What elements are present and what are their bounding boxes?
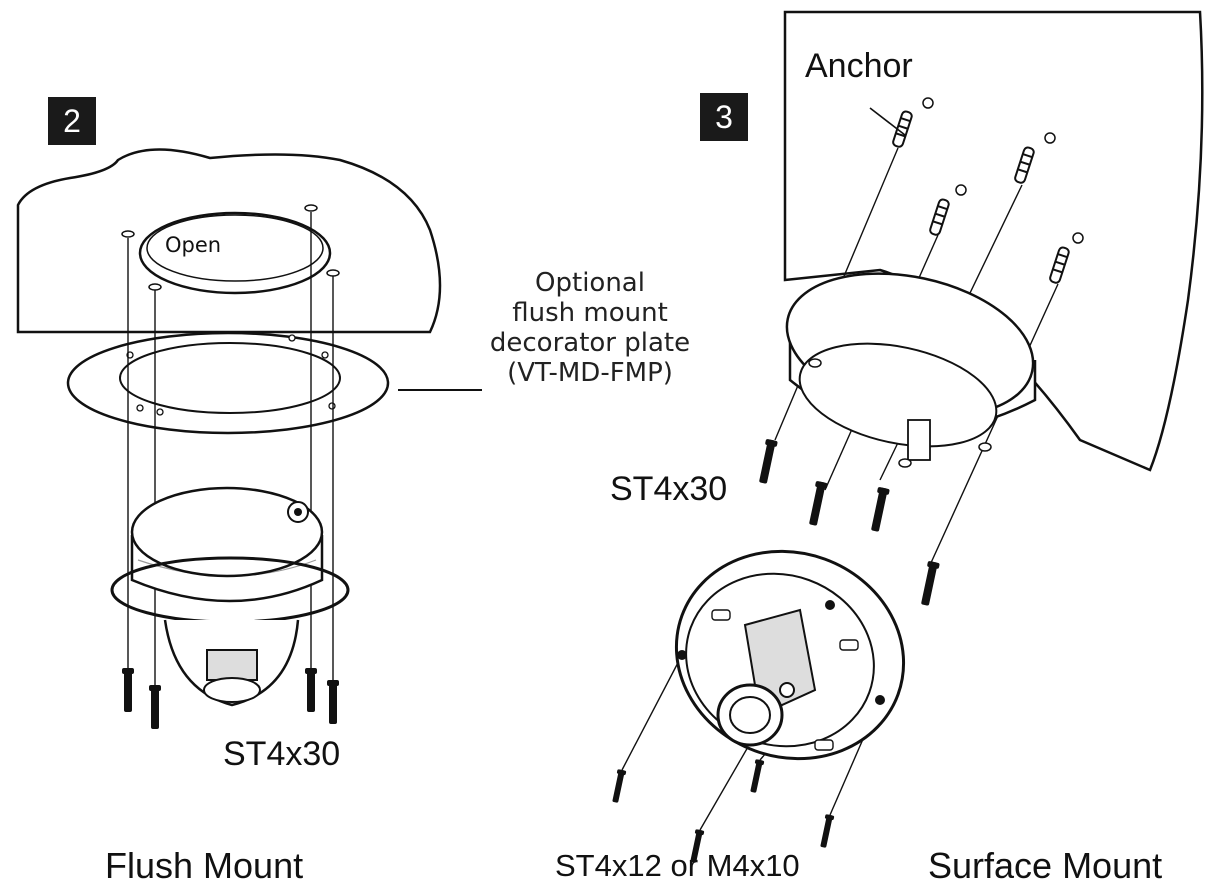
ceiling-holes bbox=[121, 204, 340, 291]
plate-note-line-4: (VT-MD-FMP) bbox=[507, 358, 673, 388]
guide-lines-step2 bbox=[127, 212, 334, 685]
ceiling-opening bbox=[138, 211, 332, 295]
decorator-plate bbox=[66, 331, 390, 435]
plate-note-line-2: flush mount bbox=[512, 298, 668, 328]
step-2-badge: 2 bbox=[48, 97, 96, 145]
anchor-leader-line bbox=[869, 107, 906, 136]
step-3-badge: 3 bbox=[700, 93, 748, 141]
plate-note-line-1: Optional bbox=[535, 268, 645, 298]
dome-screw-label: ST4x12 or M4x10 bbox=[555, 848, 800, 883]
flush-mount-title: Flush Mount bbox=[105, 845, 304, 886]
flush-camera bbox=[110, 486, 350, 707]
mounting-ring bbox=[785, 272, 1037, 468]
plate-note-line-3: decorator plate bbox=[489, 328, 691, 358]
open-label: Open bbox=[165, 233, 222, 257]
surface-mount-title: Surface Mount bbox=[928, 845, 1163, 886]
anchor-label: Anchor bbox=[805, 47, 913, 85]
surface-dome-camera bbox=[674, 549, 906, 761]
flush-screw-label: ST4x30 bbox=[223, 735, 341, 773]
ring-screw-label: ST4x30 bbox=[610, 470, 728, 508]
wall-anchors bbox=[891, 97, 1084, 285]
decorator-plate-note: Optional flush mount decorator plate (VT… bbox=[480, 268, 700, 388]
